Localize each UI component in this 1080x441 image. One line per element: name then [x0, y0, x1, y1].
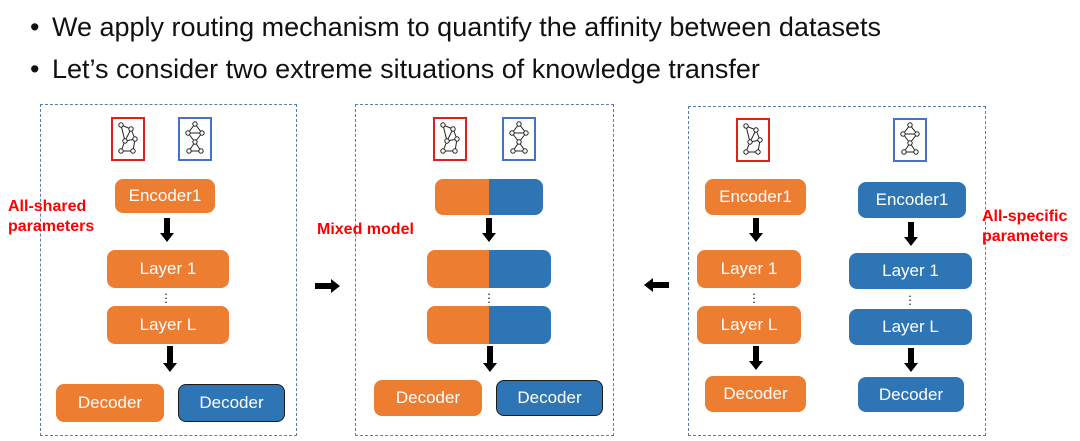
graph-icon [111, 117, 145, 161]
encoder-box: Encoder1 [705, 179, 806, 215]
layer-box: Layer 1 [849, 253, 972, 289]
graph-icon [502, 117, 536, 161]
graph-icon [178, 117, 212, 161]
graph-icon [893, 118, 927, 162]
arrow-down-icon [160, 218, 174, 242]
arrow-down-icon [483, 346, 497, 372]
decoder-box: Decoder [178, 384, 285, 422]
arrow-down-icon [749, 346, 763, 370]
bullet-item: •Let’s consider two extreme situations o… [30, 54, 760, 84]
decoder-box: Decoder [705, 376, 806, 412]
all-shared-panel [40, 104, 297, 436]
arrow-down-icon [904, 222, 918, 246]
all-specific-panel [688, 106, 986, 436]
encoder-box: Encoder1 [115, 179, 215, 213]
mixed-encoder-box [435, 179, 543, 215]
mixed-model-label: Mixed model [317, 221, 414, 238]
bullet-text: Let’s consider two extreme situations of… [52, 54, 760, 84]
ellipsis: ··· [907, 288, 913, 311]
bullet-item: •We apply routing mechanism to quantify … [30, 12, 881, 42]
ellipsis: ··· [751, 286, 757, 309]
ellipsis: ··· [486, 286, 492, 309]
arrow-down-icon [749, 218, 763, 242]
layer-box: Layer L [697, 306, 801, 344]
ellipsis: ··· [163, 286, 169, 309]
graph-icon [736, 118, 770, 162]
bullet-list: •We apply routing mechanism to quantify … [30, 6, 881, 90]
arrow-left-icon [644, 278, 669, 292]
mixed-layer-box [427, 250, 551, 288]
encoder-box: Encoder1 [858, 182, 966, 218]
mixed-model-panel [355, 104, 614, 436]
mixed-layer-box [427, 306, 551, 344]
decoder-box: Decoder [56, 384, 164, 422]
graph-icon [433, 117, 467, 161]
all-specific-label: All-specific parameters [982, 208, 1069, 245]
decoder-box: Decoder [496, 380, 603, 416]
decoder-box: Decoder [858, 377, 964, 412]
bullet-text: We apply routing mechanism to quantify t… [52, 12, 881, 42]
arrow-right-icon [315, 279, 340, 293]
arrow-down-icon [904, 348, 918, 372]
arrow-down-icon [163, 346, 177, 372]
layer-box: Layer L [849, 309, 972, 345]
layer-box: Layer 1 [697, 250, 801, 288]
arrow-down-icon [482, 218, 496, 242]
layer-box: Layer L [107, 306, 229, 344]
layer-box: Layer 1 [107, 250, 229, 288]
all-shared-label: All-shared parameters [8, 198, 95, 235]
decoder-box: Decoder [374, 380, 482, 416]
